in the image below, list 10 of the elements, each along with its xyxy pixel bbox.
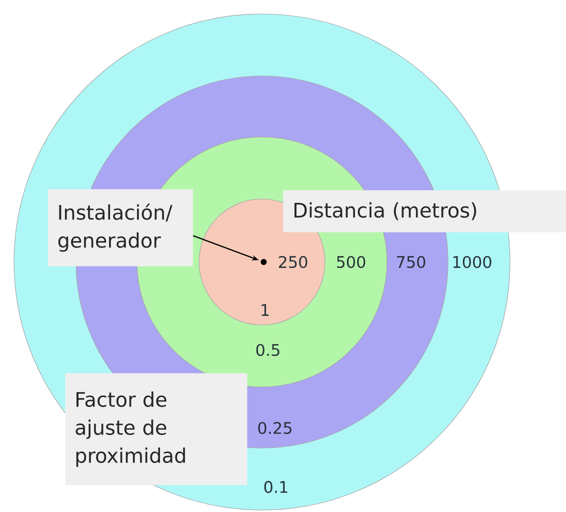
distance-label: 500 — [336, 256, 366, 268]
factor-label: 0.25 — [258, 422, 292, 434]
text-box: Distancia (metros) — [283, 190, 566, 232]
factor-label: 1 — [262, 304, 269, 316]
distance-label: 1000 — [453, 256, 492, 268]
distance-label: 750 — [397, 256, 426, 268]
factor-label: 0.5 — [256, 344, 280, 356]
distance-label: 250 — [278, 256, 308, 268]
text-box: Instalación/ generador — [48, 189, 193, 266]
factor-label: 0.1 — [264, 480, 288, 494]
